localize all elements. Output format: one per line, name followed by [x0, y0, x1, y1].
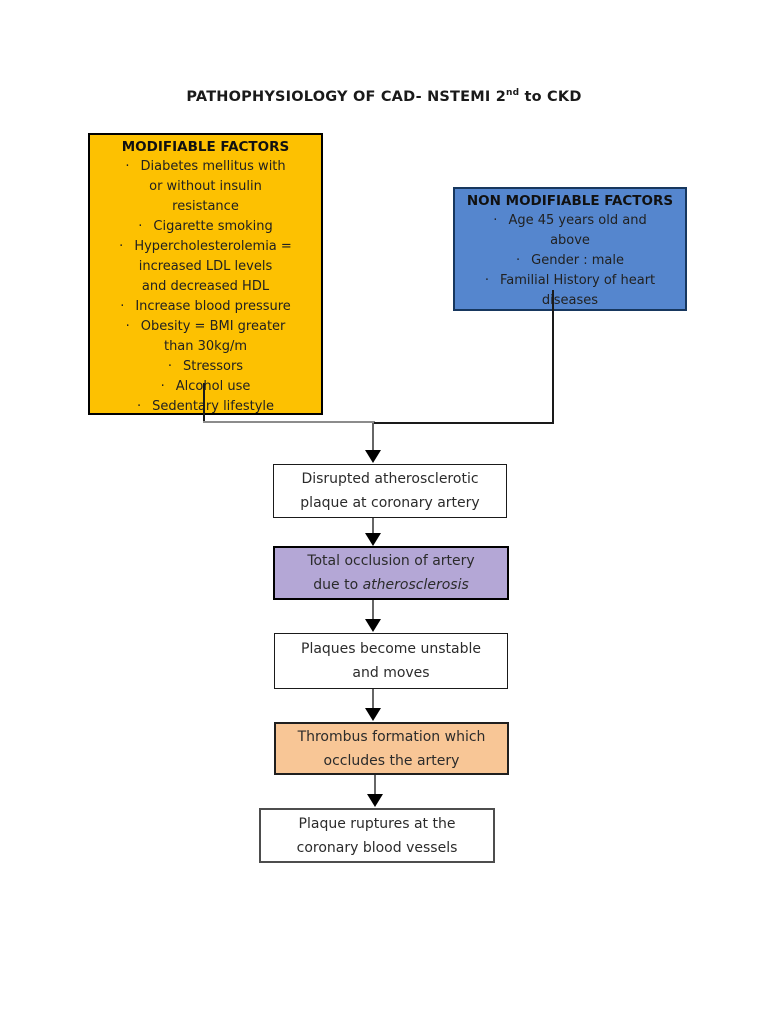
list-item: · Increase blood pressure [96, 297, 315, 317]
list-item: · Sedentary lifestyle [96, 397, 315, 417]
flow-step-label: Disrupted atherosclerotic plaque at coro… [300, 471, 480, 511]
bullet-dot: · [136, 399, 142, 414]
bullet-dot: · [493, 213, 498, 228]
list-item: · Familial History of heart diseases [461, 271, 679, 311]
list-item-label: Gender : male [531, 253, 624, 268]
flow-step-label: Plaques become unstable and moves [301, 641, 481, 681]
connector-non-modifiable-vertical-line [552, 290, 554, 423]
list-item-label: Sedentary lifestyle [152, 399, 275, 414]
bullet-dot: · [160, 379, 165, 394]
title-text-after: to CKD [519, 88, 582, 105]
list-item: · Age 45 years old and above [461, 211, 679, 251]
flow-step-plaques-unstable: Plaques become unstable and moves [274, 633, 508, 689]
list-item: · Gender : male [461, 251, 679, 271]
connector-non-modifiable-horizontal-line [374, 422, 554, 424]
connector-modifiable-horizontal-line [203, 421, 375, 423]
bullet-dot: · [119, 239, 124, 254]
connector-modifiable-vertical-line [203, 383, 205, 423]
flow-step-thrombus-formation: Thrombus formation which occludes the ar… [274, 722, 509, 775]
list-item-label: Hypercholesterolemia = increased LDL lev… [134, 239, 292, 294]
list-item-label: Diabetes mellitus with or without insuli… [140, 159, 286, 214]
flow-step-label: Thrombus formation which occludes the ar… [297, 728, 486, 769]
list-item: · Alcohol use [96, 377, 315, 397]
flow-step-label-italic: atherosclerosis [362, 577, 469, 593]
list-item-label: Obesity = BMI greater than 30kg/m [140, 319, 286, 354]
arrow-shaft-step3-step4 [372, 689, 374, 709]
non-modifiable-factors-box: NON MODIFIABLE FACTORS · Age 45 years old… [453, 187, 687, 311]
bullet-dot: · [484, 273, 489, 288]
bullet-dot: · [120, 299, 125, 314]
list-item: · Cigarette smoking [96, 217, 315, 237]
list-item: · Obesity = BMI greater than 30kg/m [96, 317, 315, 357]
arrow-down-icon [365, 533, 381, 546]
list-item-label: Cigarette smoking [153, 219, 273, 234]
flow-step-label: Plaque ruptures at the coronary blood ve… [296, 815, 458, 856]
modifiable-factors-box: MODIFIABLE FACTORS · Diabetes mellitus wi… [88, 133, 323, 415]
non-modifiable-factors-heading: NON MODIFIABLE FACTORS [466, 193, 674, 209]
title-text-before: PATHOPHYSIOLOGY OF CAD- NSTEMI 2 [186, 88, 507, 105]
bullet-dot: · [125, 159, 130, 174]
bullet-dot: · [138, 219, 143, 234]
connector-merge-vertical-line [372, 423, 374, 451]
bullet-dot: · [167, 359, 173, 374]
list-item-label: Familial History of heart diseases [499, 273, 656, 308]
arrow-shaft-step4-step5 [374, 775, 376, 795]
flow-step-total-occlusion: Total occlusion of artery due to atheros… [273, 546, 509, 600]
arrow-down-icon [365, 708, 381, 721]
flow-step-plaque-ruptures: Plaque ruptures at the coronary blood ve… [259, 808, 495, 863]
list-item: · Diabetes mellitus with or without insul… [96, 157, 315, 217]
title-superscript: nd [506, 88, 520, 98]
flow-step-disrupted-plaque: Disrupted atherosclerotic plaque at coro… [273, 464, 507, 518]
bullet-dot: · [516, 253, 521, 268]
list-item: · Stressors [96, 357, 315, 377]
modifiable-factors-heading: MODIFIABLE FACTORS [121, 139, 290, 155]
list-item-label: Increase blood pressure [135, 299, 291, 314]
list-item-label: Alcohol use [175, 379, 251, 394]
list-item-label: Age 45 years old and above [508, 213, 647, 248]
bullet-dot: · [125, 319, 130, 334]
flow-step-label: Total occlusion of artery due to atheros… [307, 549, 474, 597]
page-title: PATHOPHYSIOLOGY OF CAD- NSTEMI 2nd to CK… [0, 88, 768, 105]
arrow-down-icon [365, 619, 381, 632]
list-item: · Hypercholesterolemia = increased LDL le… [96, 237, 315, 297]
arrow-down-icon [365, 450, 381, 463]
list-item-label: Stressors [183, 359, 244, 374]
arrow-shaft-step2-step3 [372, 600, 374, 620]
arrow-shaft-step1-step2 [372, 518, 374, 534]
flow-step-label-plain: Total occlusion of artery due to [307, 553, 475, 593]
arrow-down-icon [367, 794, 383, 807]
